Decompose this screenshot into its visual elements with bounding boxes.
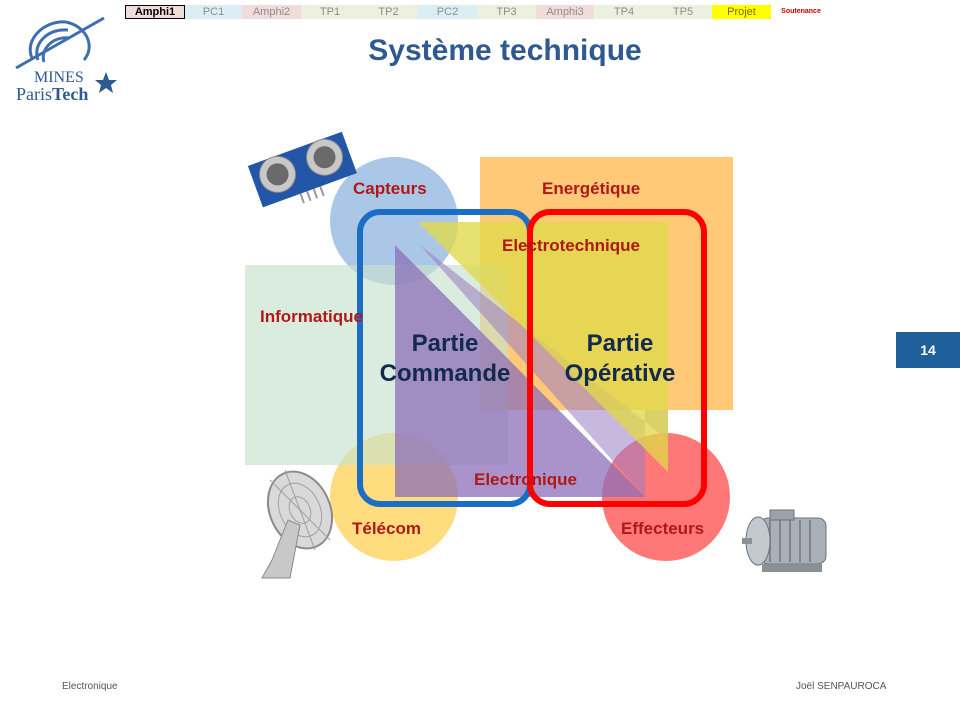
partie-operative-label: Partie Opérative (542, 329, 698, 389)
nav-item-pc2[interactable]: PC2 (418, 5, 477, 19)
electrotechnique-label: Electrotechnique (502, 236, 640, 255)
informatique-label: Informatique (260, 307, 363, 326)
nav-item-soutenance[interactable]: Soutenance (771, 5, 831, 19)
electronique-triangle (395, 245, 645, 497)
partie-commande-label: Partie Commande (367, 329, 523, 389)
nav-item-tp5[interactable]: TP5 (654, 5, 712, 19)
nav-item-amphi3[interactable]: Amphi3 (536, 5, 594, 19)
electronique-triangle-right (420, 245, 668, 497)
nav-item-pc1[interactable]: PC1 (185, 5, 242, 19)
electric-motor-image (742, 509, 827, 572)
svg-text:ParisTech: ParisTech (16, 84, 88, 104)
partie-commande-line1: Partie (411, 330, 479, 357)
star-icon (95, 72, 117, 93)
nav-item-tp3[interactable]: TP3 (477, 5, 536, 19)
nav-item-tp1[interactable]: TP1 (301, 5, 359, 19)
effecteurs-label: Effecteurs (621, 519, 705, 538)
telecom-label: Télécom (352, 519, 421, 538)
svg-text:MINES: MINES (34, 69, 84, 86)
footer-author: Joël SENPAUROCA (796, 681, 887, 692)
partie-operative-line1: Partie (586, 330, 654, 357)
partie-operative-frame (527, 209, 707, 507)
page-title: Système technique (368, 34, 642, 67)
electronique-label: Electronique (474, 470, 577, 489)
electrotechnique-triangle (418, 222, 668, 472)
mines-paristech-logo: MINES ParisTech (15, 16, 117, 104)
footer-course: Electronique (62, 681, 118, 692)
ultrasonic-sensor-image (247, 131, 357, 208)
nav-item-amphi2[interactable]: Amphi2 (242, 5, 301, 19)
satellite-dish-image (261, 469, 334, 579)
nav-item-projet[interactable]: Projet (712, 5, 771, 19)
capteurs-label: Capteurs (353, 179, 427, 198)
nav-item-tp2[interactable]: TP2 (359, 5, 418, 19)
nav-item-tp4[interactable]: TP4 (594, 5, 654, 19)
nav-item-amphi1[interactable]: Amphi1 (125, 5, 185, 19)
energetique-label: Energétique (542, 179, 641, 198)
page-number: 14 (896, 332, 960, 368)
partie-commande-line2: Commande (379, 360, 511, 387)
partie-operative-line2: Opérative (564, 360, 676, 387)
